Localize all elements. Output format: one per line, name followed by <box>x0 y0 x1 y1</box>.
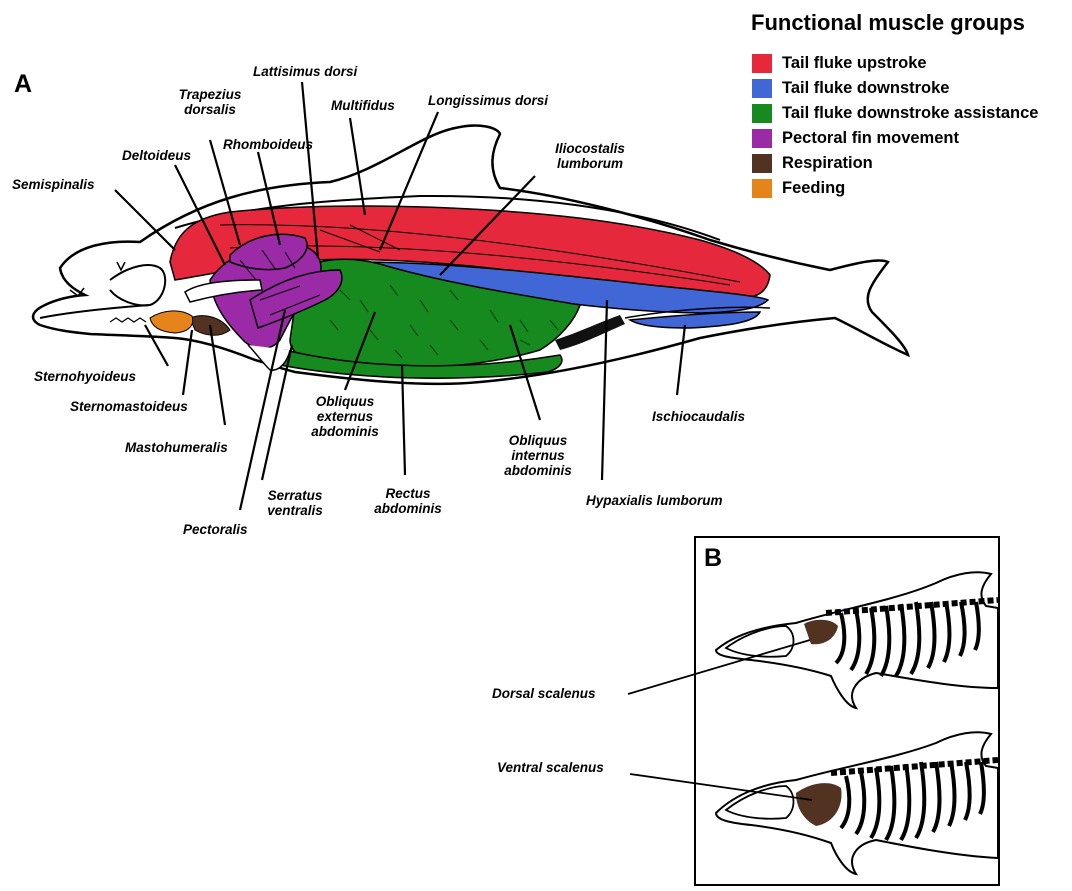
label-dorsal-scalenus: Dorsal scalenus <box>492 686 596 701</box>
label-ventral-scalenus: Ventral scalenus <box>497 760 604 775</box>
